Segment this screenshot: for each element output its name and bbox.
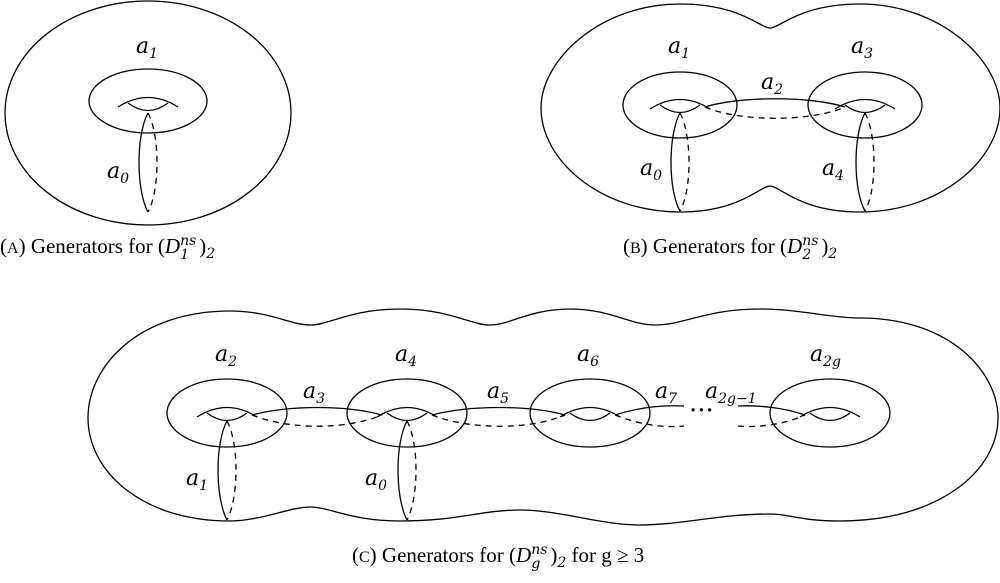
hole-left — [649, 98, 711, 114]
ellipsis: ··· — [689, 396, 714, 426]
label-a3: a3 — [851, 34, 873, 62]
curve-a0-back — [406, 420, 417, 521]
curve-a1 — [88, 68, 208, 134]
curve-a0-back — [147, 112, 158, 213]
label-a4: a4 — [822, 156, 844, 184]
label-a5: a5 — [487, 379, 509, 407]
label-a2g: a2g — [810, 342, 841, 370]
hole — [117, 96, 179, 112]
curve-a1-front — [217, 420, 228, 521]
curve-a0-front — [138, 112, 149, 213]
label-a7: a7 — [655, 379, 677, 407]
curve-a3-back — [251, 414, 383, 427]
label-a2: a2 — [215, 342, 237, 370]
curve-a0-front — [397, 420, 408, 521]
curve-a4-front — [855, 112, 866, 212]
surface-outline — [4, 0, 292, 226]
curve-a2g-1-front — [737, 405, 806, 416]
curve-a2g — [769, 378, 891, 448]
curve-a5-front — [431, 406, 566, 416]
label-a1: a1 — [136, 34, 158, 62]
curve-a2 — [166, 378, 288, 448]
curve-a5-back — [431, 414, 566, 427]
label-a2g-1: a2g−1 — [705, 379, 757, 407]
curve-a2-front — [704, 98, 846, 108]
label-a0: a0 — [640, 156, 662, 184]
curve-a1 — [622, 71, 738, 139]
label-a1: a1 — [668, 34, 690, 62]
label-a0: a0 — [107, 159, 129, 187]
curve-a4 — [346, 378, 468, 448]
curve-a3-front — [251, 406, 383, 416]
curve-a4-back — [864, 112, 875, 212]
label-a3: a3 — [303, 379, 325, 407]
panel-c-genus-g-surface: a2 a4 a6 a2g a3 a5 a7 a2g−1 ··· a1 a0 (C… — [87, 308, 999, 572]
label-a4: a4 — [395, 342, 417, 370]
label-a2: a2 — [761, 70, 783, 98]
label-a1: a1 — [186, 466, 208, 494]
label-a0: a0 — [365, 466, 387, 494]
hole-right — [834, 98, 896, 114]
curve-a1-back — [226, 420, 237, 521]
holes — [196, 406, 861, 422]
curve-a7-front — [614, 405, 685, 416]
label-a6: a6 — [577, 342, 599, 370]
surface-outline — [540, 3, 1000, 213]
curve-a0-front — [670, 112, 681, 212]
curve-a7-back — [614, 414, 685, 428]
curve-a6 — [529, 378, 651, 448]
curve-a3 — [807, 71, 923, 139]
curve-a2-back — [704, 106, 846, 119]
curve-a2g-1-back — [737, 414, 806, 428]
surface-outline — [87, 308, 999, 526]
curve-a0-back — [679, 112, 690, 212]
